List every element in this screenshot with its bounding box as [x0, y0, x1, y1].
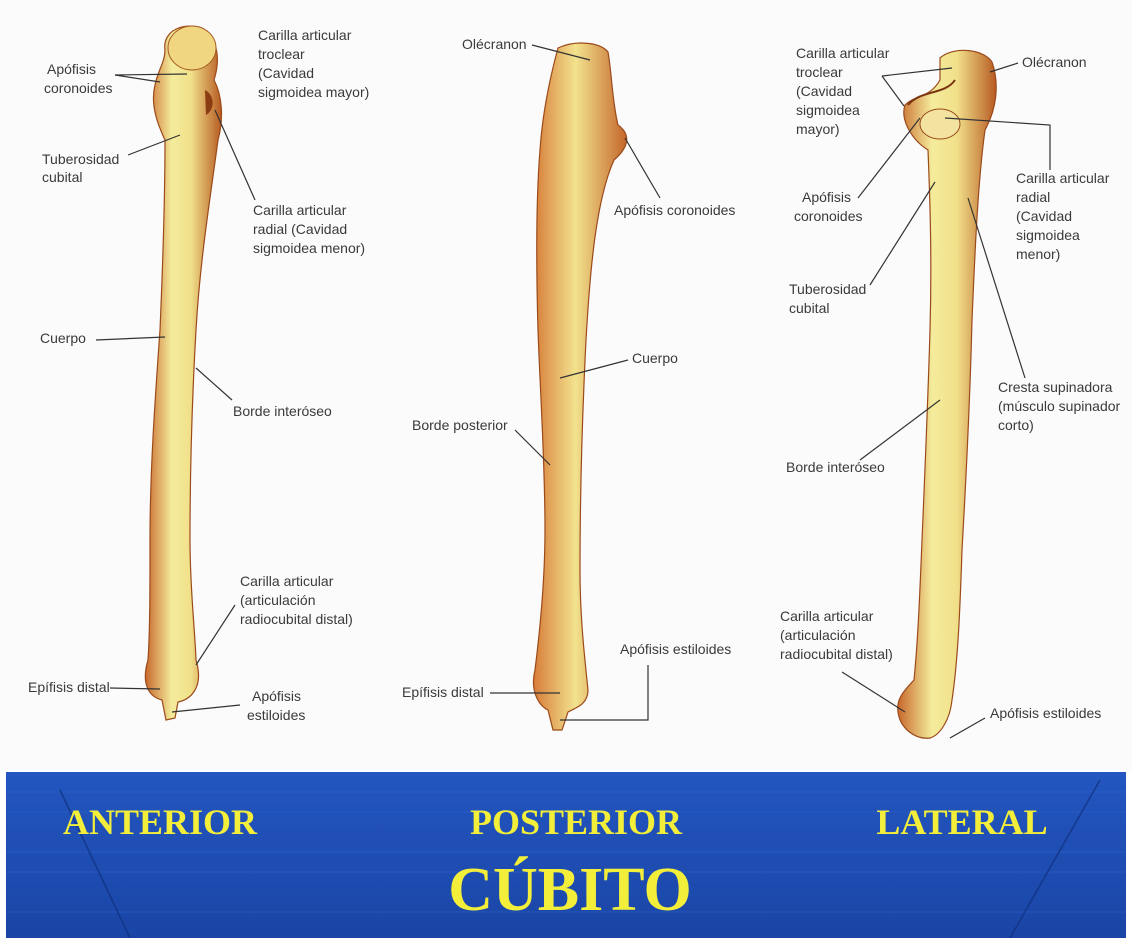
- label-anterior-carilla-radial: Carilla articular radial (Cavidad sigmoi…: [253, 202, 365, 256]
- label-anterior-cuerpo: Cuerpo: [40, 330, 86, 346]
- label-lateral-borde-interoseo: Borde interóseo: [786, 459, 885, 475]
- label-posterior-olecranon: Olécranon: [462, 36, 527, 52]
- label-lateral-estiloides: Apófisis estiloides: [990, 705, 1101, 721]
- label-anterior-borde-interoseo: Borde interóseo: [233, 403, 332, 419]
- view-title-anterior: ANTERIOR: [63, 802, 258, 842]
- label-posterior-estiloides: Apófisis estiloides: [620, 641, 731, 657]
- main-title: CÚBITO: [448, 856, 692, 924]
- label-posterior-borde-posterior: Borde posterior: [412, 417, 508, 433]
- title-banner: ANTERIOR POSTERIOR LATERAL CÚBITO: [6, 772, 1126, 938]
- label-anterior-epifisis: Epífisis distal: [28, 679, 110, 695]
- label-posterior-cuerpo: Cuerpo: [632, 350, 678, 366]
- label-lateral-olecranon: Olécranon: [1022, 54, 1087, 70]
- view-title-lateral: LATERAL: [876, 802, 1047, 842]
- label-posterior-coronoides: Apófisis coronoides: [614, 202, 735, 218]
- view-title-posterior: POSTERIOR: [470, 802, 683, 842]
- label-posterior-epifisis: Epífisis distal: [402, 684, 484, 700]
